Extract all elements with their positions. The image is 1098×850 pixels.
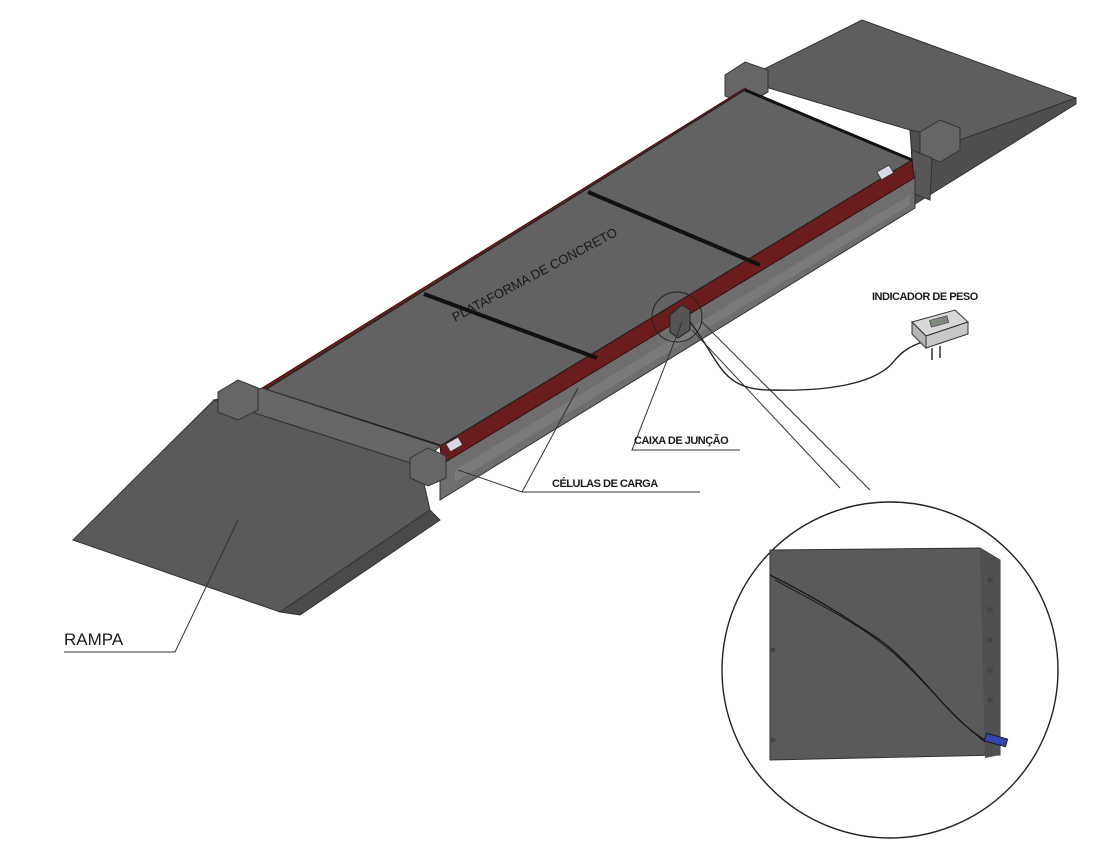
load-cell-icon-left	[445, 436, 464, 453]
junction-box-detail	[721, 501, 1059, 839]
load-cell-markers	[445, 164, 895, 453]
left-ramp	[72, 387, 441, 616]
slab-seam-2	[587, 190, 761, 267]
leader-lines	[64, 321, 871, 653]
ramp-label: RAMPA	[64, 630, 124, 649]
weight-indicator	[911, 309, 969, 360]
slab-seam-end-right	[744, 88, 913, 162]
left-end-blocks	[217, 379, 447, 487]
junction-box-small	[651, 291, 703, 343]
junction-box-highlight-circle	[651, 291, 703, 343]
cable-connector	[983, 732, 1009, 748]
indicator-label: INDICADOR DE PESO	[872, 291, 979, 303]
indicator-cable	[689, 321, 923, 391]
load-cell-icon-right	[876, 164, 895, 181]
slab-seam-1	[423, 292, 598, 360]
indicator-display	[929, 315, 950, 328]
load-cells-label: CÉLULAS DE CARGA	[552, 477, 658, 490]
junction-box-label: CAIXA DE JUNÇÃO	[634, 434, 729, 447]
